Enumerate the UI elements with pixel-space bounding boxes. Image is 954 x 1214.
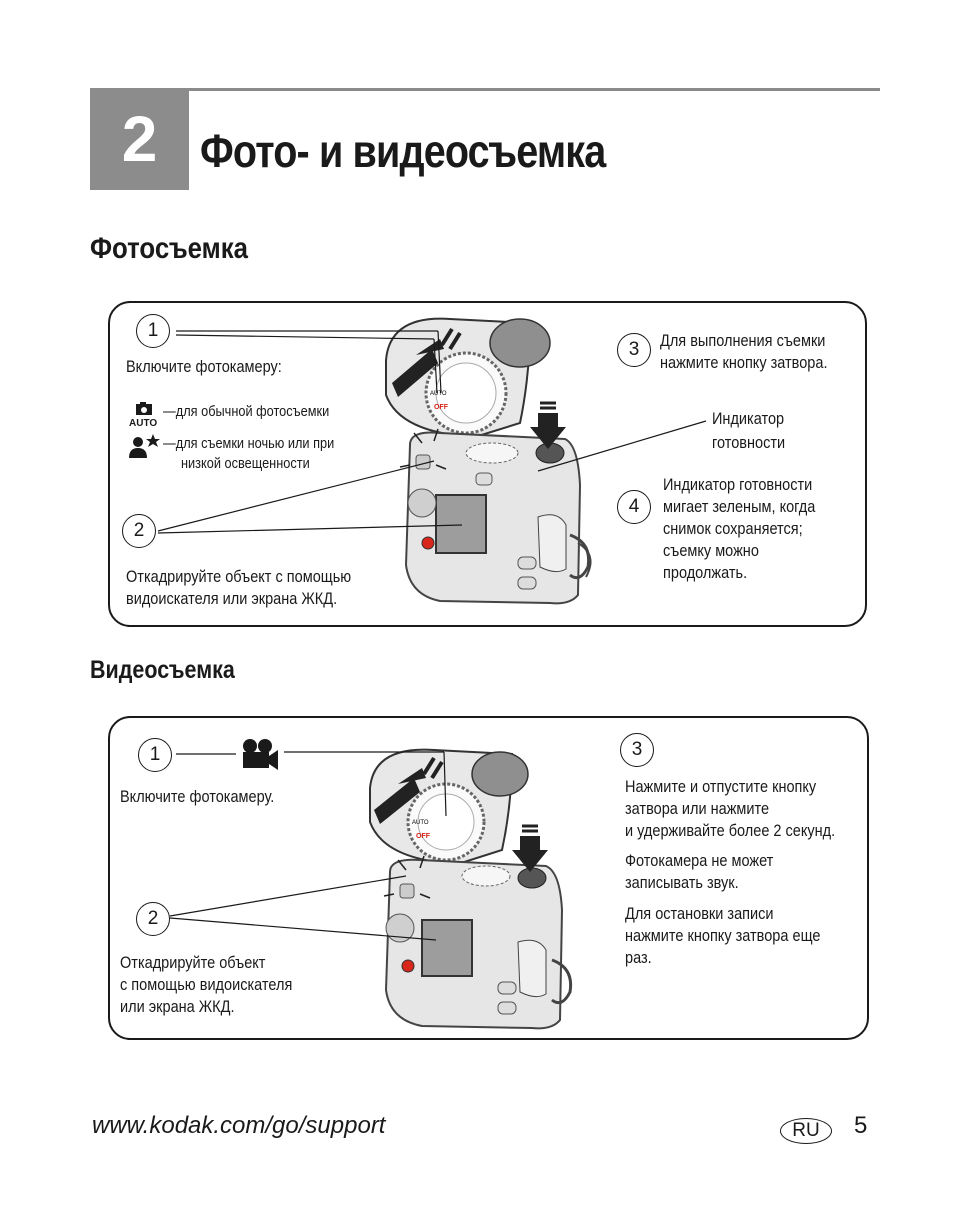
photo-step-1-text: Включите фотокамеру: (126, 358, 282, 376)
auto-mode-label: AUTO (129, 418, 157, 428)
page-number: 5 (854, 1112, 868, 1139)
mode-normal-text: —для обычной фотосъемки (163, 404, 330, 420)
dial-label-auto: AUTO (430, 391, 447, 397)
dial-label-off: OFF (434, 404, 449, 411)
photo-step-2-badge: 2 (122, 514, 156, 548)
chapter-title: Фото- и видеосъемка (200, 125, 606, 177)
mode-night-line-1: —для съемки ночью или при (163, 436, 335, 452)
video-step-3-para-1: Нажмите и отпустите кнопку затвора или н… (625, 778, 836, 840)
video-step-1-badge: 1 (138, 738, 172, 772)
camera-illustration-photo: AUTO OFF (385, 317, 592, 605)
photo-step-3-badge: 3 (617, 333, 651, 367)
video-callout-lines (169, 751, 447, 941)
ready-indicator-line-2: готовности (712, 434, 786, 452)
video-step-3-para-2: Фотокамера не может записывать звук. (625, 852, 774, 892)
photo-step-4-badge: 4 (617, 490, 651, 524)
photo-step-3-line-1: Для выполнения съемки (660, 332, 826, 350)
mode-night-line-2: низкой освещенности (181, 456, 310, 472)
photo-section-heading: Фотосъемка (90, 232, 249, 265)
top-rule (188, 88, 880, 91)
photo-step-1-badge: 1 (136, 314, 170, 348)
photo-step-2-line-1: Откадрируйте объект с помощью (126, 568, 352, 586)
photo-step-4-text: Индикатор готовности мигает зеленым, ког… (663, 476, 816, 582)
chapter-number-box: 2 (90, 88, 189, 190)
photo-callout-lines (157, 330, 707, 534)
video-dial-label-auto: AUTO (412, 820, 429, 826)
video-camera-icon (243, 739, 278, 770)
video-step-3-badge: 3 (620, 733, 654, 767)
video-dial-label-off: OFF (416, 833, 431, 840)
photo-step-2-line-2: видоискателя или экрана ЖКД. (126, 590, 338, 608)
video-section-heading: Видеосъемка (90, 656, 235, 684)
video-step-2-text: Откадрируйте объект с помощью видоискате… (120, 954, 293, 1016)
support-url[interactable]: www.kodak.com/go/support (92, 1112, 386, 1139)
ready-indicator-line-1: Индикатор (712, 410, 785, 428)
video-step-3-para-3: Для остановки записи нажмите кнопку затв… (625, 905, 821, 967)
camera-illustration-video: AUTO OFF (369, 748, 573, 1030)
video-step-2-badge: 2 (136, 902, 170, 936)
night-portrait-icon (129, 434, 160, 458)
video-step-1-text: Включите фотокамеру. (120, 788, 275, 806)
language-badge: RU (780, 1118, 832, 1144)
camera-auto-icon: AUTO (129, 402, 157, 428)
photo-step-3-line-2: нажмите кнопку затвора. (660, 354, 828, 372)
